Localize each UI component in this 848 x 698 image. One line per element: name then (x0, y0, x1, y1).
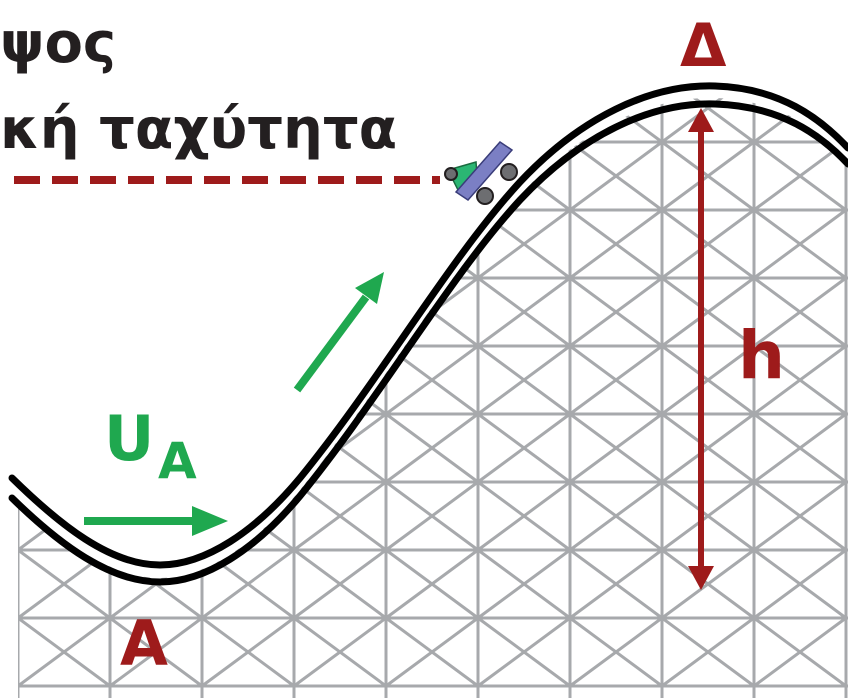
scaffold-brace (753, 616, 847, 688)
scaffold-brace (661, 412, 755, 484)
scaffold-brace (569, 548, 663, 620)
scaffold-brace (753, 208, 847, 280)
scaffold-brace (477, 548, 571, 620)
scaffold-brace (477, 344, 571, 416)
scaffold-brace (661, 548, 755, 620)
scaffold-brace (201, 276, 295, 348)
point-a-label: A (120, 607, 168, 680)
height-arrow (688, 108, 714, 590)
scaffold-brace (385, 97, 479, 144)
track-rail-outer (8, 82, 848, 569)
scaffold-brace (201, 548, 295, 620)
scaffold-brace (201, 208, 295, 280)
scaffold-brace (293, 208, 387, 280)
scaffold-brace (569, 344, 663, 416)
scaffold-brace (201, 412, 295, 484)
scaffold-brace (201, 412, 295, 484)
scaffold-brace (477, 97, 571, 144)
scaffold-brace (661, 140, 755, 212)
roller-coaster-cart-icon (444, 141, 518, 205)
title-line-1: ψος (0, 11, 116, 76)
arrow-right-icon (192, 506, 228, 536)
scaffold-brace (477, 276, 571, 348)
scaffold-brace (477, 616, 571, 688)
scaffold-brace (18, 412, 111, 484)
cart-body (454, 141, 514, 201)
scaffold-brace (293, 616, 387, 688)
velocity-arrow-uphill (293, 272, 384, 393)
scaffold-brace (569, 276, 663, 348)
scaffold-brace (753, 276, 847, 348)
scaffold-brace (18, 276, 111, 348)
double-headed-arrow-icon (688, 108, 714, 132)
scaffold-brace (109, 480, 203, 552)
scaffold-brace (18, 208, 111, 280)
scaffold-brace (201, 208, 295, 280)
scaffold-brace (477, 480, 571, 552)
scaffold-brace (385, 480, 479, 552)
roller-coaster-track (8, 82, 848, 586)
scaffold-brace (753, 140, 847, 212)
scaffold-brace (753, 344, 847, 416)
point-d-label: Δ (680, 11, 727, 81)
scaffold-brace (201, 344, 295, 416)
velocity-subscript: A (158, 432, 197, 490)
scaffold-brace (293, 208, 387, 280)
scaffold-brace (385, 344, 479, 416)
scaffold-brace (753, 548, 847, 620)
scaffold-brace (569, 208, 663, 280)
cart-wheel-back (444, 167, 458, 181)
scaffold-brace (753, 480, 847, 552)
scaffold-brace (477, 208, 571, 280)
scaffold-brace (753, 412, 847, 484)
scaffold-brace (18, 208, 111, 280)
cart-wheel-front (500, 163, 518, 181)
scaffold-brace (109, 208, 203, 280)
scaffold-brace (18, 344, 111, 416)
scaffold-brace (18, 412, 111, 484)
height-label: h (738, 317, 785, 394)
track-rail-inner (8, 100, 848, 586)
scaffold-brace (661, 97, 755, 144)
scaffold-brace (569, 412, 663, 484)
scaffold-brace (109, 616, 203, 688)
scaffold-brace (385, 412, 479, 484)
scaffold-brace (109, 208, 203, 280)
scaffold-brace (385, 97, 479, 144)
velocity-label: U (104, 402, 154, 475)
scaffold-brace (18, 616, 111, 688)
arrow-up-right-icon (355, 272, 384, 304)
scaffold-brace (477, 97, 571, 144)
scaffold-brace (661, 616, 755, 688)
scaffold-brace (293, 480, 387, 552)
scaffold-brace (385, 616, 479, 688)
scaffold-brace (109, 276, 203, 348)
scaffold-brace (201, 616, 295, 688)
cart-wheel-rear (476, 187, 494, 205)
scaffold-brace (385, 548, 479, 620)
velocity-arrow-horizontal (84, 506, 228, 536)
scaffold-brace (18, 344, 111, 416)
scaffold-brace (661, 344, 755, 416)
scaffold-brace (661, 276, 755, 348)
arrow-down-head (688, 566, 714, 590)
title-line-2: κή ταχύτητα (0, 97, 397, 162)
scaffold-brace (477, 412, 571, 484)
scaffold-brace (661, 480, 755, 552)
scaffold-brace (109, 480, 203, 552)
scaffold-brace (661, 208, 755, 280)
scaffold-brace (201, 344, 295, 416)
scaffold-brace (569, 140, 663, 212)
scaffold-brace (201, 276, 295, 348)
scaffold-brace (569, 480, 663, 552)
scaffold-brace (293, 548, 387, 620)
scaffold-brace (18, 276, 111, 348)
scaffold-brace (569, 616, 663, 688)
scaffold-brace (109, 276, 203, 348)
